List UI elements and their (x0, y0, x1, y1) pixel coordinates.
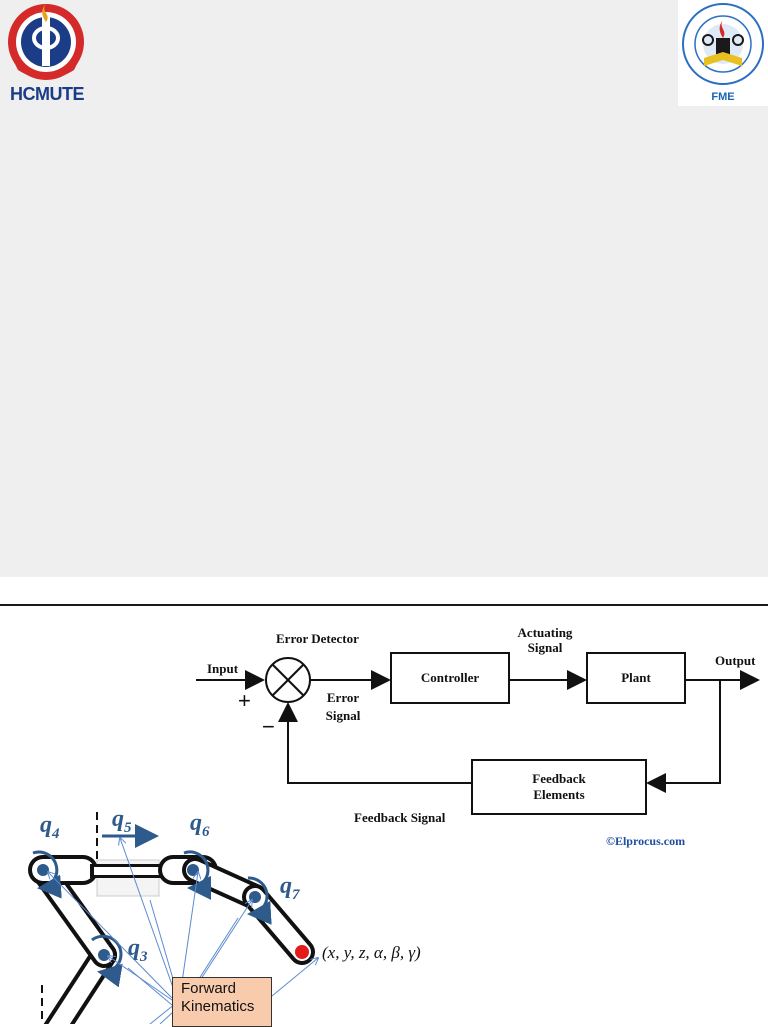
joint-rotation-arrows (32, 824, 272, 988)
forward-kinematics-box: Forward Kinematics (172, 977, 272, 1027)
forward-kinematics-label-line1: Forward (181, 980, 237, 997)
fme-logo-text: FME (711, 91, 735, 103)
plus-sign: + (238, 688, 251, 713)
plant-block: Plant (586, 652, 686, 704)
feedback-signal-label: Feedback Signal (354, 810, 446, 825)
end-effector-pose-label: (x, y, z, α, β, γ) (322, 943, 421, 962)
output-tap-line (646, 680, 721, 793)
actuating-signal-label-line2: Signal (527, 640, 563, 655)
feedback-elements-label-line2: Elements (533, 787, 585, 802)
q3-rotation-icon (91, 934, 123, 988)
error-signal-label-line1: Error (326, 690, 360, 705)
q6-label: q6 (190, 810, 210, 840)
q3-label: q3 (128, 935, 148, 965)
error-detector-label: Error Detector (276, 631, 359, 646)
q5-label: q5 (112, 806, 132, 836)
error-signal-label: Error Signal (322, 690, 364, 723)
end-effector-dot (295, 945, 309, 959)
hcmute-logo-text: HCMUTE (10, 84, 85, 104)
q4-label: q4 (40, 812, 60, 842)
actuating-signal-label: Actuating Signal (512, 625, 578, 655)
robot-arm-diagram (28, 812, 470, 1024)
q7-label: q7 (280, 873, 300, 903)
hcmute-emblem-icon (8, 4, 84, 80)
q6-rotation-icon (183, 850, 212, 900)
slide-upper-area: HCMUTE FME (0, 0, 768, 577)
error-detector-icon (265, 657, 311, 703)
fme-logo: FME (678, 0, 768, 106)
output-label: Output (715, 653, 756, 668)
error-signal-label-line2: Signal (325, 708, 361, 723)
forward-kinematics-label-line2: Kinematics (181, 998, 255, 1015)
fme-emblem-icon (682, 3, 764, 85)
input-label: Input (207, 661, 239, 676)
divider-line (0, 604, 768, 606)
credit-text: ©Elprocus.com (606, 834, 686, 848)
actuating-signal-label-line1: Actuating (517, 625, 573, 640)
hcmute-logo: HCMUTE (0, 0, 96, 110)
control-loop-connectors (196, 657, 760, 793)
feedback-elements-label-line1: Feedback (532, 771, 586, 786)
controller-block: Controller (390, 652, 510, 704)
minus-sign: − (262, 714, 275, 739)
q7-rotation-icon (247, 876, 272, 925)
q4-rotation-icon (32, 850, 62, 899)
feedback-signal-arrow (278, 702, 472, 784)
feedback-elements-block: Feedback Elements (471, 759, 647, 815)
